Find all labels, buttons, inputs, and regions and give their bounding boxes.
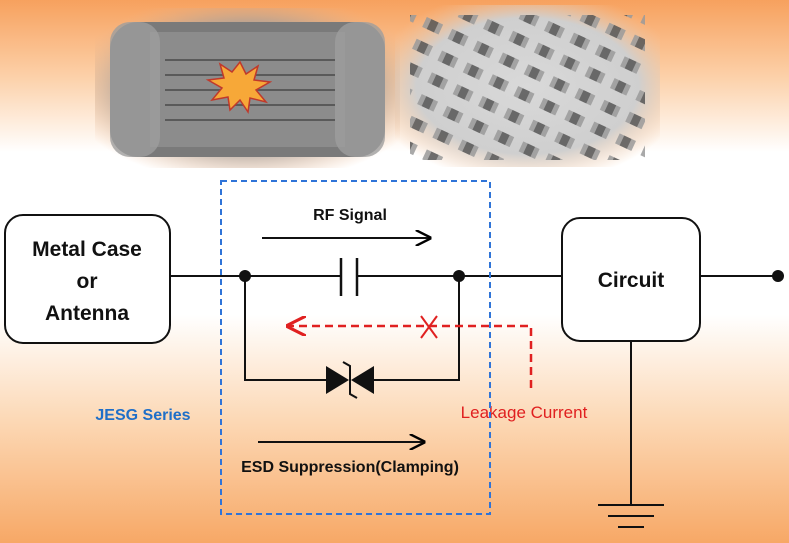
or-label: or — [77, 270, 98, 293]
chip-pile-photo — [395, 5, 660, 167]
esd-suppression-annotation: ESD Suppression(Clamping) — [241, 442, 459, 476]
jesg-series-label: JESG Series — [95, 407, 190, 424]
junction-dots — [239, 270, 784, 282]
rf-signal-annotation: RF Signal — [262, 207, 430, 238]
esd-suppression-label: ESD Suppression(Clamping) — [241, 459, 459, 476]
leakage-current-path — [288, 315, 533, 388]
ground-symbol — [598, 504, 664, 528]
tvs-diode-symbol — [326, 361, 374, 399]
wires — [170, 275, 778, 505]
metal-case-label: Metal Case — [32, 238, 142, 261]
xray-chip-photo — [95, 8, 400, 168]
circuit-label: Circuit — [598, 269, 665, 292]
antenna-label: Antenna — [45, 302, 129, 325]
metal-case-antenna-box: Metal Case or Antenna — [4, 214, 171, 344]
spark-burst-icon — [205, 60, 273, 115]
capacitor-symbol — [339, 258, 359, 296]
jesg-series-boundary — [220, 180, 491, 515]
rf-signal-label: RF Signal — [313, 207, 387, 224]
circuit-box: Circuit — [561, 217, 701, 342]
leakage-current-label: Leakage Current — [461, 403, 588, 422]
